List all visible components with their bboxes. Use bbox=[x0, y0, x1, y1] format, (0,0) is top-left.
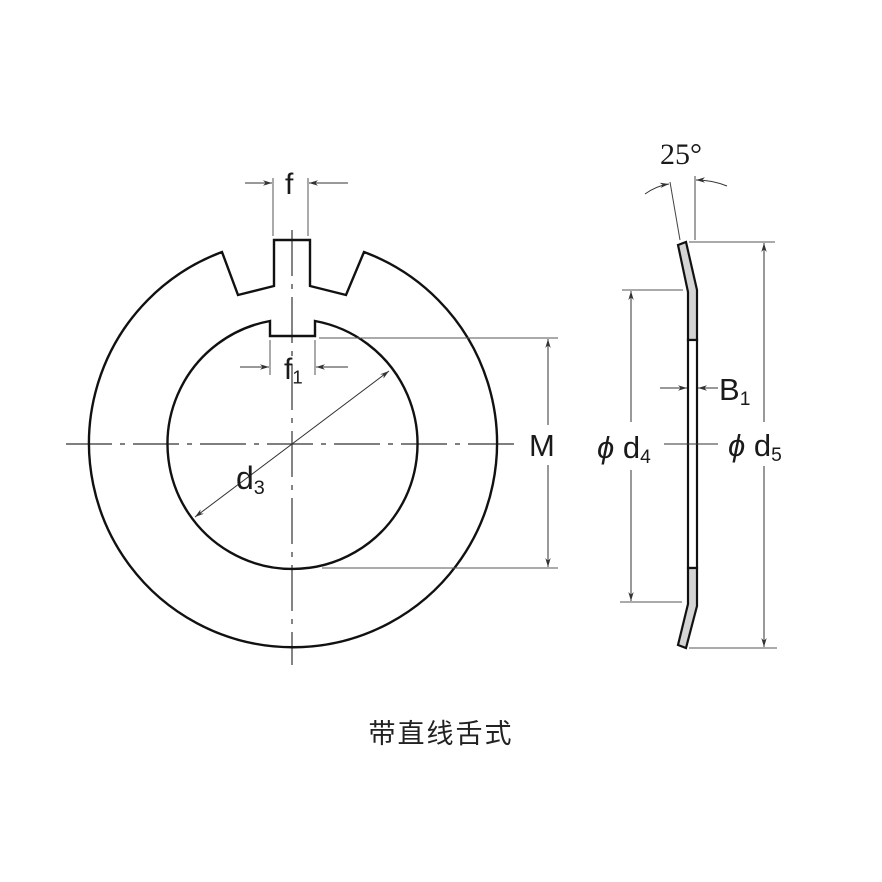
label-d5-sub: 5 bbox=[771, 444, 782, 466]
section-middle bbox=[686, 338, 699, 570]
angle-arc-right bbox=[695, 177, 728, 187]
label-d3-base: d bbox=[236, 460, 254, 496]
label-M-text: M bbox=[529, 428, 555, 463]
label-f1-base: f bbox=[284, 353, 293, 386]
section-top-bent bbox=[676, 240, 699, 342]
label-M: M bbox=[529, 430, 555, 461]
label-f-text: f bbox=[285, 168, 294, 201]
diameter-symbol-icon: ϕ bbox=[728, 428, 746, 463]
label-f1: f1 bbox=[284, 355, 303, 387]
angle-ref-inclined bbox=[669, 181, 681, 241]
label-d5: ϕ d5 bbox=[728, 430, 782, 465]
label-B1-sub: 1 bbox=[739, 388, 751, 410]
label-d3-sub: 3 bbox=[253, 476, 265, 499]
label-B1-base: B bbox=[719, 372, 740, 407]
outer-washer-contour bbox=[87, 238, 499, 649]
label-B1: B1 bbox=[719, 374, 750, 409]
d3-diameter-line bbox=[194, 370, 390, 518]
label-f: f bbox=[285, 170, 293, 200]
figure-caption: 带直线舌式 bbox=[368, 719, 514, 750]
label-d4: ϕ d4 bbox=[597, 432, 651, 467]
angle-arc-left bbox=[644, 182, 670, 195]
label-d3: d3 bbox=[236, 462, 265, 499]
side-view bbox=[620, 176, 777, 650]
label-angle-text: 25° bbox=[660, 138, 702, 171]
diameter-symbol-icon: ϕ bbox=[597, 430, 615, 465]
front-view bbox=[66, 178, 558, 665]
label-d4-base: d bbox=[622, 430, 641, 465]
label-angle-25: 25° bbox=[660, 140, 702, 170]
inner-bore-contour bbox=[166, 319, 419, 571]
label-d4-sub: 4 bbox=[640, 446, 651, 468]
section-bottom-bent bbox=[676, 566, 699, 650]
label-d5-base: d bbox=[753, 428, 772, 463]
label-f1-sub: 1 bbox=[292, 366, 303, 388]
